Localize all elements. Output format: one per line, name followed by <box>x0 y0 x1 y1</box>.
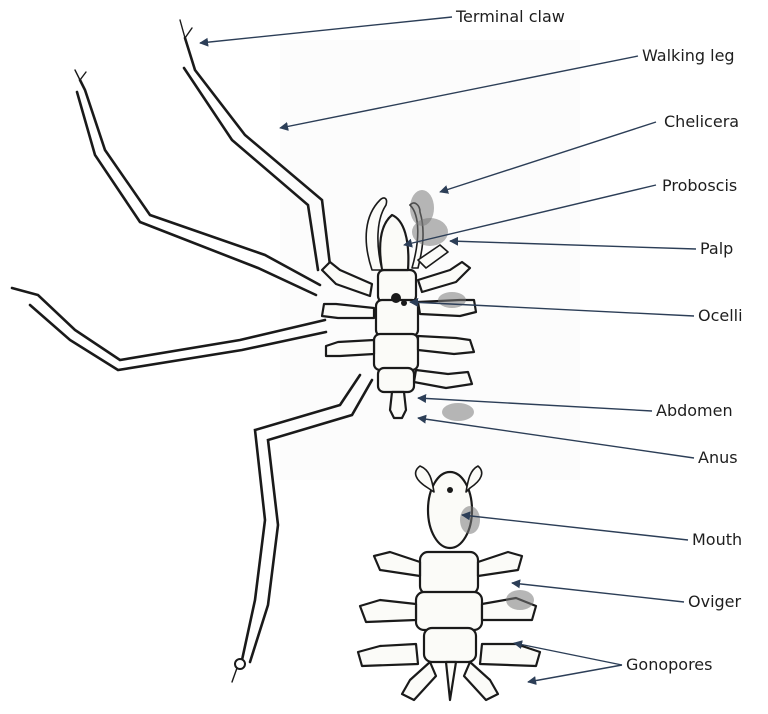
body-trunk <box>374 270 418 392</box>
walking-leg-label: Walking leg <box>642 46 735 65</box>
terminal-claw-label: Terminal claw <box>455 7 565 26</box>
chelicera-label: Chelicera <box>664 112 739 131</box>
abdomen-label: Abdomen <box>656 401 733 420</box>
proboscis-label: Proboscis <box>662 176 737 195</box>
gonopores-leader-lower <box>528 665 622 682</box>
terminal-claw-leader <box>200 17 452 43</box>
palp-label: Palp <box>700 239 733 258</box>
anus-label: Anus <box>698 448 738 467</box>
mouth-label: Mouth <box>692 530 742 549</box>
abdomen-shape <box>390 392 406 418</box>
oviger-label: Oviger <box>688 592 742 611</box>
ocelli-label: Ocelli <box>698 306 743 325</box>
gonopores-label: Gonopores <box>626 655 712 674</box>
oviger-leader <box>512 583 684 602</box>
mouth-leader <box>462 515 688 540</box>
